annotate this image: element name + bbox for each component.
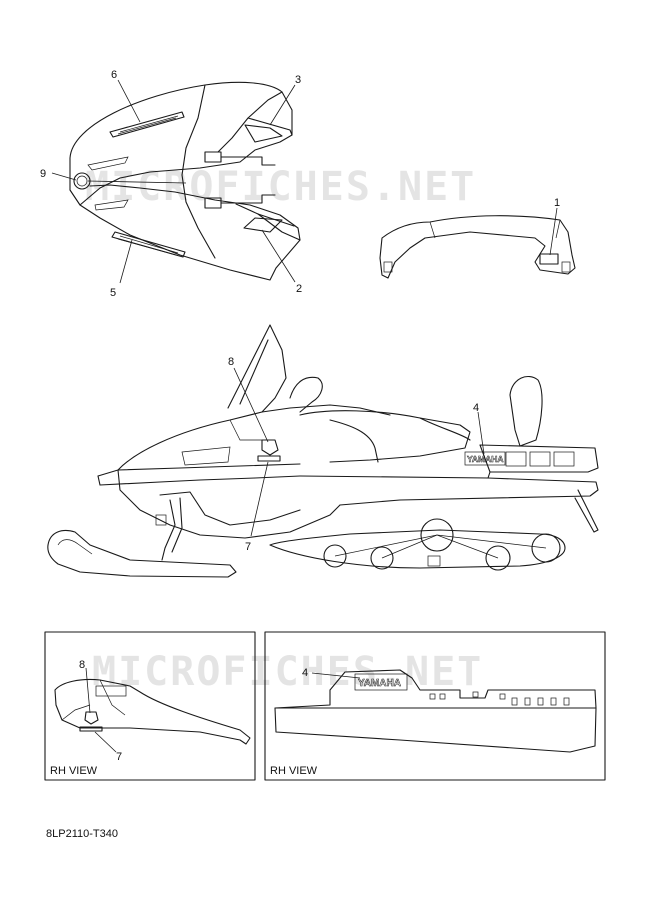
rh-view-tunnel-detail: YAMAHA xyxy=(274,669,597,753)
side-yamaha-decal: YAMAHA xyxy=(467,454,504,464)
callout-9: 9 xyxy=(40,168,46,180)
callout-8-rh: 8 xyxy=(79,659,85,671)
rh-view-cowl-detail xyxy=(54,678,251,745)
rear-yamaha-decal: YAMAHA xyxy=(358,678,401,689)
callout-1: 1 xyxy=(554,197,560,209)
callout-7: 7 xyxy=(245,541,251,553)
hood-top-view xyxy=(69,81,301,281)
callout-4-rh: 4 xyxy=(302,667,308,679)
callout-6: 6 xyxy=(111,69,117,81)
rh-view-label-left: RH VIEW xyxy=(50,765,98,777)
callout-7-rh: 7 xyxy=(116,751,122,763)
callout-4: 4 xyxy=(473,402,479,414)
rh-view-box-left xyxy=(44,631,256,781)
callout-3: 3 xyxy=(295,74,301,86)
watermark-top: MICROFICHES.NET xyxy=(85,164,476,210)
rh-view-box-right xyxy=(264,631,606,781)
callout-8: 8 xyxy=(228,356,234,368)
rh-view-label-right: RH VIEW xyxy=(270,765,318,777)
callout-2: 2 xyxy=(296,283,302,295)
rear-bumper-view xyxy=(379,215,576,279)
snowmobile-side-view: YAMAHA xyxy=(47,324,599,578)
watermark-bottom: MICROFICHES.NET xyxy=(92,649,483,695)
diagram-code: 8LP2110-T340 xyxy=(46,828,118,840)
callout-5: 5 xyxy=(110,287,116,299)
